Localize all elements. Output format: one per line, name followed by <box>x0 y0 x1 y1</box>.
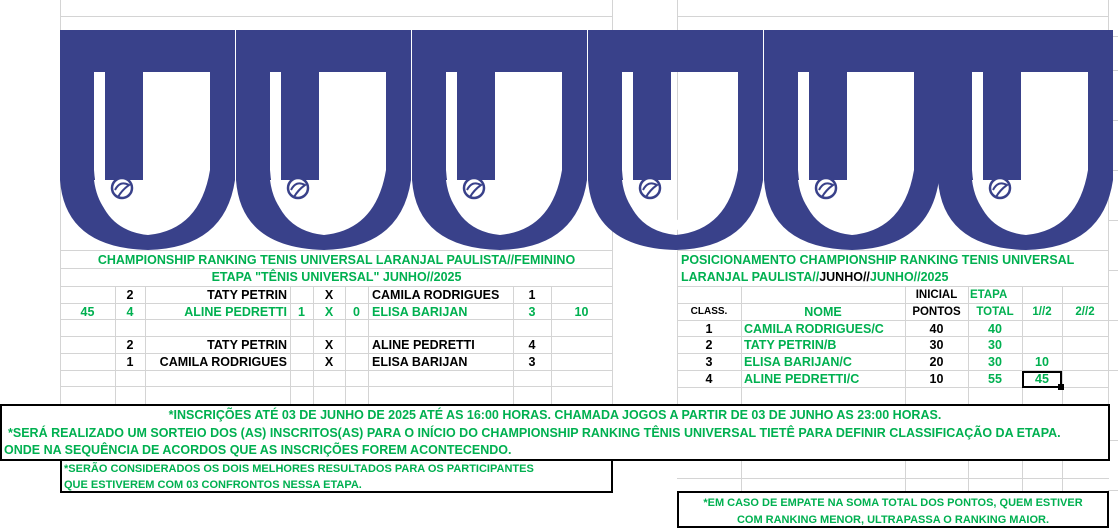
header-nome: NOME <box>804 305 842 319</box>
match-vs: X <box>324 338 334 352</box>
tiebreak-line1: *EM CASO DE EMPATE NA SOMA TOTAL DOS PON… <box>703 497 1083 509</box>
rank-inicial: 40 <box>929 322 944 336</box>
match-seed-a: 1 <box>126 355 134 369</box>
rank-total: 55 <box>988 372 1002 386</box>
rank-inicial: 30 <box>929 338 944 352</box>
rank-total: 30 <box>988 355 1002 369</box>
match-player-b: CAMILA RODRIGUES <box>372 288 500 302</box>
rank-position: 2 <box>705 338 713 352</box>
tiebreak-line2: COM RANKING MENOR, ULTRAPASSA O RANKING … <box>736 514 1050 526</box>
notice-box: *INSCRIÇÕES ATÉ 03 DE JUNHO DE 2025 ATÉ … <box>0 404 1110 461</box>
rank-inicial: 10 <box>929 372 944 386</box>
match-vs: X <box>324 288 334 302</box>
match-seed-b: 1 <box>528 288 536 302</box>
header-etapa: ETAPA <box>970 289 1008 301</box>
header-total: TOTAL <box>976 306 1014 318</box>
match-seed-b: 3 <box>528 355 536 369</box>
match-player-a: CAMILA RODRIGUES <box>159 355 287 369</box>
match-post: 10 <box>574 305 589 319</box>
notice-registration: *INSCRIÇÕES ATÉ 03 DE JUNHO DE 2025 ATÉ … <box>168 408 942 422</box>
selected-cell[interactable]: 45 <box>1022 371 1062 388</box>
header-half-2: 2//2 <box>1075 306 1095 318</box>
rank-name: CAMILA RODRIGUES/C <box>744 322 884 336</box>
notice-sequence: ONDE NA SEQUÊNCIA DE ACORDOS QUE AS INSC… <box>4 443 512 457</box>
fill-handle[interactable] <box>1058 384 1064 390</box>
tenis-universal-logo-icon <box>236 30 411 250</box>
best-results-line2: QUE ESTIVEREM COM 03 CONFRONTOS NESSA ET… <box>64 479 362 491</box>
right-subtitle-city: LARANJAL PAULISTA// <box>681 270 820 284</box>
match-player-b: ELISA BARIJAN <box>372 305 468 319</box>
match-seed-b: 3 <box>528 305 536 319</box>
match-player-b: ALINE PEDRETTI <box>372 338 475 352</box>
rank-name: ALINE PEDRETTI/C <box>744 372 860 386</box>
left-title: CHAMPIONSHIP RANKING TENIS UNIVERSAL LAR… <box>97 253 576 267</box>
match-score-b: 0 <box>353 305 360 319</box>
rank-name: ELISA BARIJAN/C <box>744 355 852 369</box>
match-pre: 45 <box>80 305 95 319</box>
left-subtitle: ETAPA "TÊNIS UNIVERSAL" JUNHO//2025 <box>211 270 462 284</box>
rank-total: 30 <box>988 338 1002 352</box>
tenis-universal-logo-icon <box>938 30 1113 250</box>
rank-half-1: 10 <box>1035 355 1049 369</box>
match-vs: X <box>324 355 334 369</box>
right-subtitle-month: JUNHO// <box>819 270 870 284</box>
header-half-1: 1//2 <box>1032 306 1052 318</box>
tenis-universal-logo-icon <box>588 30 763 250</box>
header-pontos: PONTOS <box>912 306 961 318</box>
right-subtitle: LARANJAL PAULISTA//JUNHO//JUNHO//2025 <box>681 269 948 285</box>
match-seed-b: 4 <box>528 338 536 352</box>
header-class: CLASS. <box>690 306 728 317</box>
match-seed-a: 2 <box>126 288 134 302</box>
header-inicial: INICIAL <box>915 289 958 301</box>
best-results-line1: *SERÃO CONSIDERADOS OS DOIS MELHORES RES… <box>64 463 534 475</box>
rank-position: 4 <box>705 372 713 386</box>
right-subtitle-date: JUNHO//2025 <box>869 270 949 284</box>
tenis-universal-logo-icon <box>764 30 939 250</box>
match-seed-a: 4 <box>126 305 134 319</box>
rank-position: 3 <box>705 355 713 369</box>
tiebreak-box: *EM CASO DE EMPATE NA SOMA TOTAL DOS PON… <box>677 491 1109 528</box>
match-player-b: ELISA BARIJAN <box>372 355 468 369</box>
notice-draw: *SERÁ REALIZADO UM SORTEIO DOS (AS) INSC… <box>8 426 1061 440</box>
match-player-a: TATY PETRIN <box>207 338 287 352</box>
match-player-a: ALINE PEDRETTI <box>184 305 287 319</box>
tenis-universal-logo-icon <box>412 30 587 250</box>
match-score-a: 1 <box>298 305 305 319</box>
rank-total: 40 <box>988 322 1002 336</box>
best-results-box: *SERÃO CONSIDERADOS OS DOIS MELHORES RES… <box>60 459 613 493</box>
rank-name: TATY PETRIN/B <box>744 338 837 352</box>
right-title: POSICIONAMENTO CHAMPIONSHIP RANKING TENI… <box>681 253 1075 267</box>
rank-position: 1 <box>705 322 713 336</box>
rank-inicial: 20 <box>929 355 944 369</box>
match-seed-a: 2 <box>126 338 134 352</box>
tenis-universal-logo-icon <box>60 30 235 250</box>
match-player-a: TATY PETRIN <box>207 288 287 302</box>
match-vs: X <box>324 305 334 319</box>
